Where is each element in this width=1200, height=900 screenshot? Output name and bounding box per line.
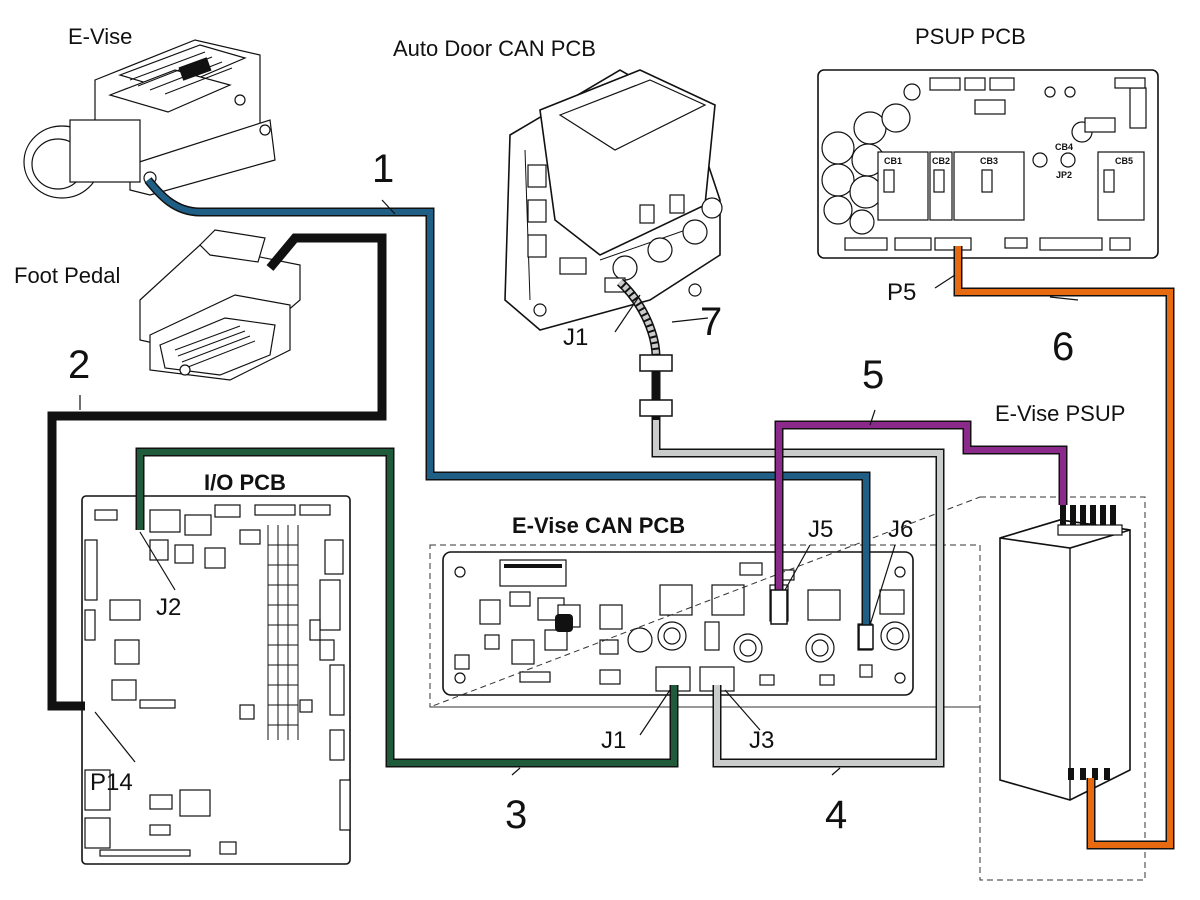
e-vise-psup-drawing (999, 505, 1131, 801)
breaker-cb4-label: CB4 (1055, 142, 1073, 152)
psup-p5-label: P5 (887, 279, 916, 306)
breaker-cb1-label: CB1 (884, 156, 902, 166)
cable-5-number: 5 (862, 353, 884, 397)
can-j5-label: J5 (808, 516, 833, 543)
e-vise-label: E-Vise (68, 24, 132, 49)
breaker-cb2-label: CB2 (932, 156, 950, 166)
can-j1-label: J1 (601, 727, 626, 754)
cable-3-number: 3 (505, 793, 527, 837)
cable-2-number: 2 (68, 343, 90, 387)
breaker-cb5-label: CB5 (1115, 156, 1133, 166)
can-j3-label: J3 (749, 727, 774, 754)
io-pcb-label: I/O PCB (204, 470, 286, 495)
io-j2-label: J2 (156, 594, 181, 621)
j6-plug (858, 624, 874, 650)
cable-1-number: 1 (372, 147, 394, 191)
io-pcb-drawing (81, 495, 351, 865)
inline-connector-bottom (639, 399, 673, 417)
cable-4-inner (653, 420, 943, 766)
j5-plug (770, 589, 788, 625)
auto-door-j1-label: J1 (563, 324, 588, 351)
e-vise-psup-outline (429, 496, 1146, 881)
psup-pcb-drawing (817, 69, 1159, 259)
foot-pedal-label: Foot Pedal (14, 263, 120, 288)
cable-7-number: 7 (700, 300, 722, 344)
cable-2 (47, 233, 387, 711)
e-vise-can-pcb-drawing (442, 551, 914, 696)
cable-7-inner (617, 279, 659, 356)
can-j6-label: J6 (888, 516, 913, 543)
e-vise-psup-label: E-Vise PSUP (995, 401, 1125, 426)
jumper-jp2-label: JP2 (1056, 170, 1072, 180)
psup-pcb-label: PSUP PCB (915, 24, 1026, 49)
e-vise-can-pcb-label: E-Vise CAN PCB (512, 513, 685, 538)
auto-door-can-pcb-label: Auto Door CAN PCB (393, 36, 596, 61)
e-vise-can-pcb-outline (429, 544, 981, 708)
cable-4-number: 4 (825, 793, 847, 837)
cable-6-number: 6 (1052, 325, 1074, 369)
io-p14-label: P14 (90, 769, 133, 796)
foot-pedal-drawing (139, 229, 301, 381)
breaker-cb3-label: CB3 (980, 156, 998, 166)
e-vise-drawing (23, 39, 276, 199)
inline-connector-top (639, 354, 673, 372)
auto-door-can-pcb-drawing (504, 69, 723, 331)
